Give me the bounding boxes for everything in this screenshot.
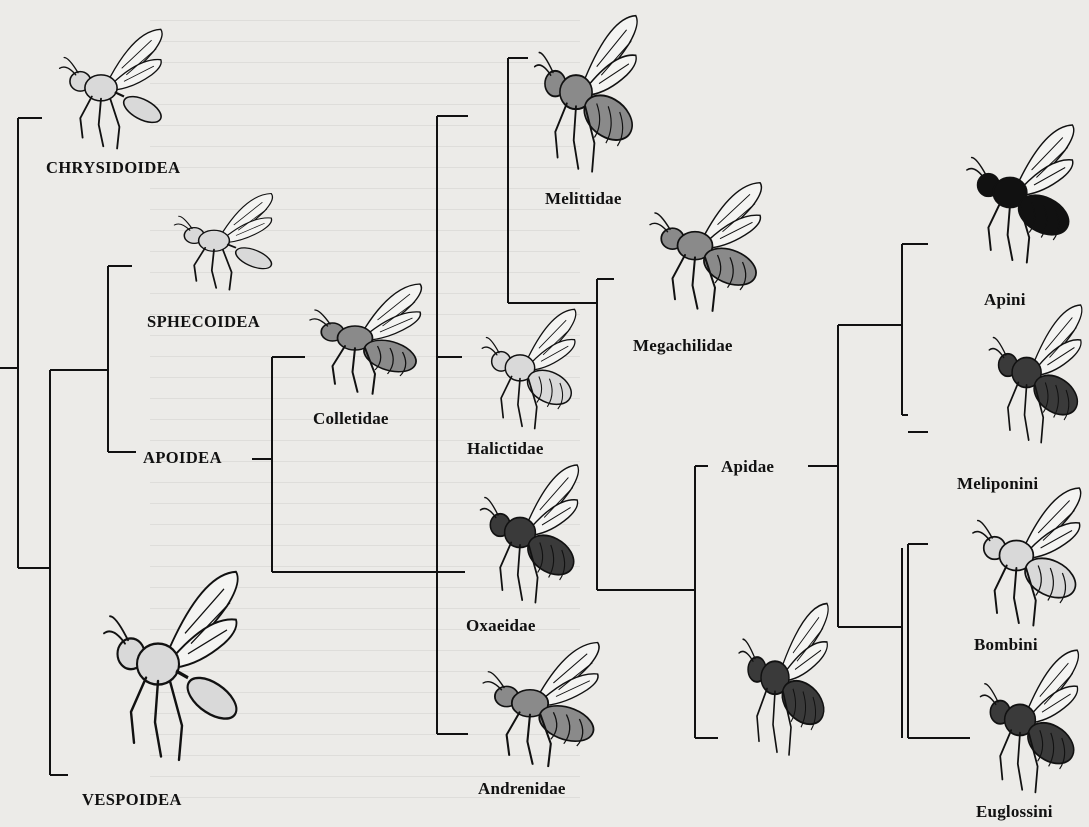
apini-wings xyxy=(1020,125,1074,195)
bombini-wings xyxy=(1026,488,1081,558)
sphecid-legs xyxy=(174,216,231,290)
meliponini-bee-illustration xyxy=(985,300,1089,450)
euglossini-bee-illustration xyxy=(976,645,1086,800)
apini-bee-illustration xyxy=(962,120,1082,270)
sphecid-wasp-illustration xyxy=(170,190,280,295)
label-colletidae: Colletidae xyxy=(313,410,389,427)
label-apini: Apini xyxy=(984,291,1026,308)
label-meliponini: Meliponini xyxy=(957,475,1038,492)
label-megachilidae: Megachilidae xyxy=(633,337,733,354)
label-euglossini: Euglossini xyxy=(976,803,1053,820)
andrenid-bee-illustration xyxy=(478,638,608,773)
colletid-wings xyxy=(365,284,421,340)
label-apidae: Apidae xyxy=(721,458,774,475)
andrenid-wings xyxy=(540,643,599,706)
label-apoidea: APOIDEA xyxy=(143,450,222,467)
bombini-bee-illustration xyxy=(968,483,1089,633)
sphecid-wings xyxy=(223,194,273,243)
megachilid-bee-illustration xyxy=(645,178,770,318)
colletid-bee-illustration xyxy=(305,280,430,400)
vespid-legs xyxy=(104,616,182,760)
chrysid-legs xyxy=(60,58,120,149)
apid-bee-illustration xyxy=(735,598,835,763)
vespid-wings xyxy=(170,572,238,668)
label-bombini: Bombini xyxy=(974,636,1038,653)
label-sphecoidea: SPHECOIDEA xyxy=(147,314,260,331)
label-melittidae: Melittidae xyxy=(545,190,622,207)
apid-wings xyxy=(783,604,828,681)
melittid-bee-illustration xyxy=(530,10,645,180)
oxaeid-wings xyxy=(529,465,579,535)
label-andrenidae: Andrenidae xyxy=(478,780,566,797)
oxaeid-bee-illustration xyxy=(476,460,586,610)
label-vespoidea: VESPOIDEA xyxy=(82,792,182,809)
label-oxaeidae: Oxaeidae xyxy=(466,617,536,634)
label-halictidae: Halictidae xyxy=(467,440,544,457)
halictid-bee-illustration xyxy=(478,305,583,435)
label-chrysidoidea: CHRYSIDOIDEA xyxy=(46,160,180,177)
chrysid-wasp-illustration xyxy=(55,25,170,155)
meliponini-wings xyxy=(1035,305,1082,375)
chrysid-wings xyxy=(110,29,162,90)
vespid-wasp-illustration xyxy=(98,565,248,770)
euglossini-wings xyxy=(1029,650,1079,722)
melittid-wings xyxy=(585,16,637,95)
halictid-wings xyxy=(528,309,575,370)
megachilid-wings xyxy=(705,183,761,248)
